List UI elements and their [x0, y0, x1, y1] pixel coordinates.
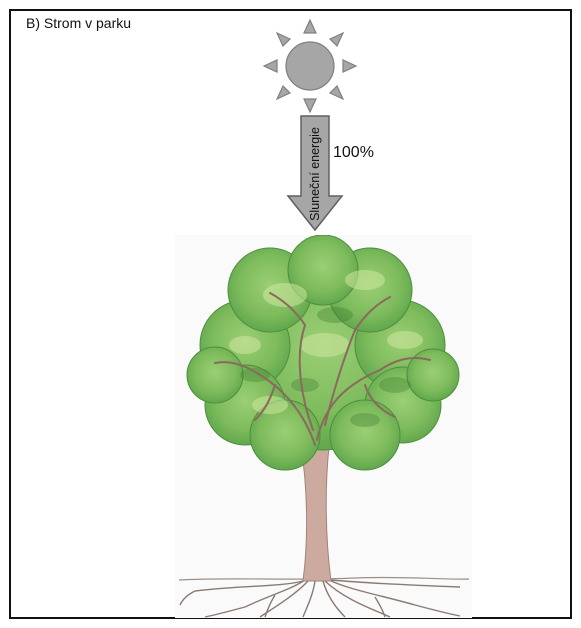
tree-drawing [175, 235, 472, 618]
energy-percentage: 100% [333, 144, 374, 162]
arrow-label-container: Sluneční energie [301, 118, 329, 230]
arrow-label: Sluneční energie [308, 127, 322, 221]
diagram-title: B) Strom v parku [26, 15, 131, 31]
sun-icon [262, 18, 358, 114]
